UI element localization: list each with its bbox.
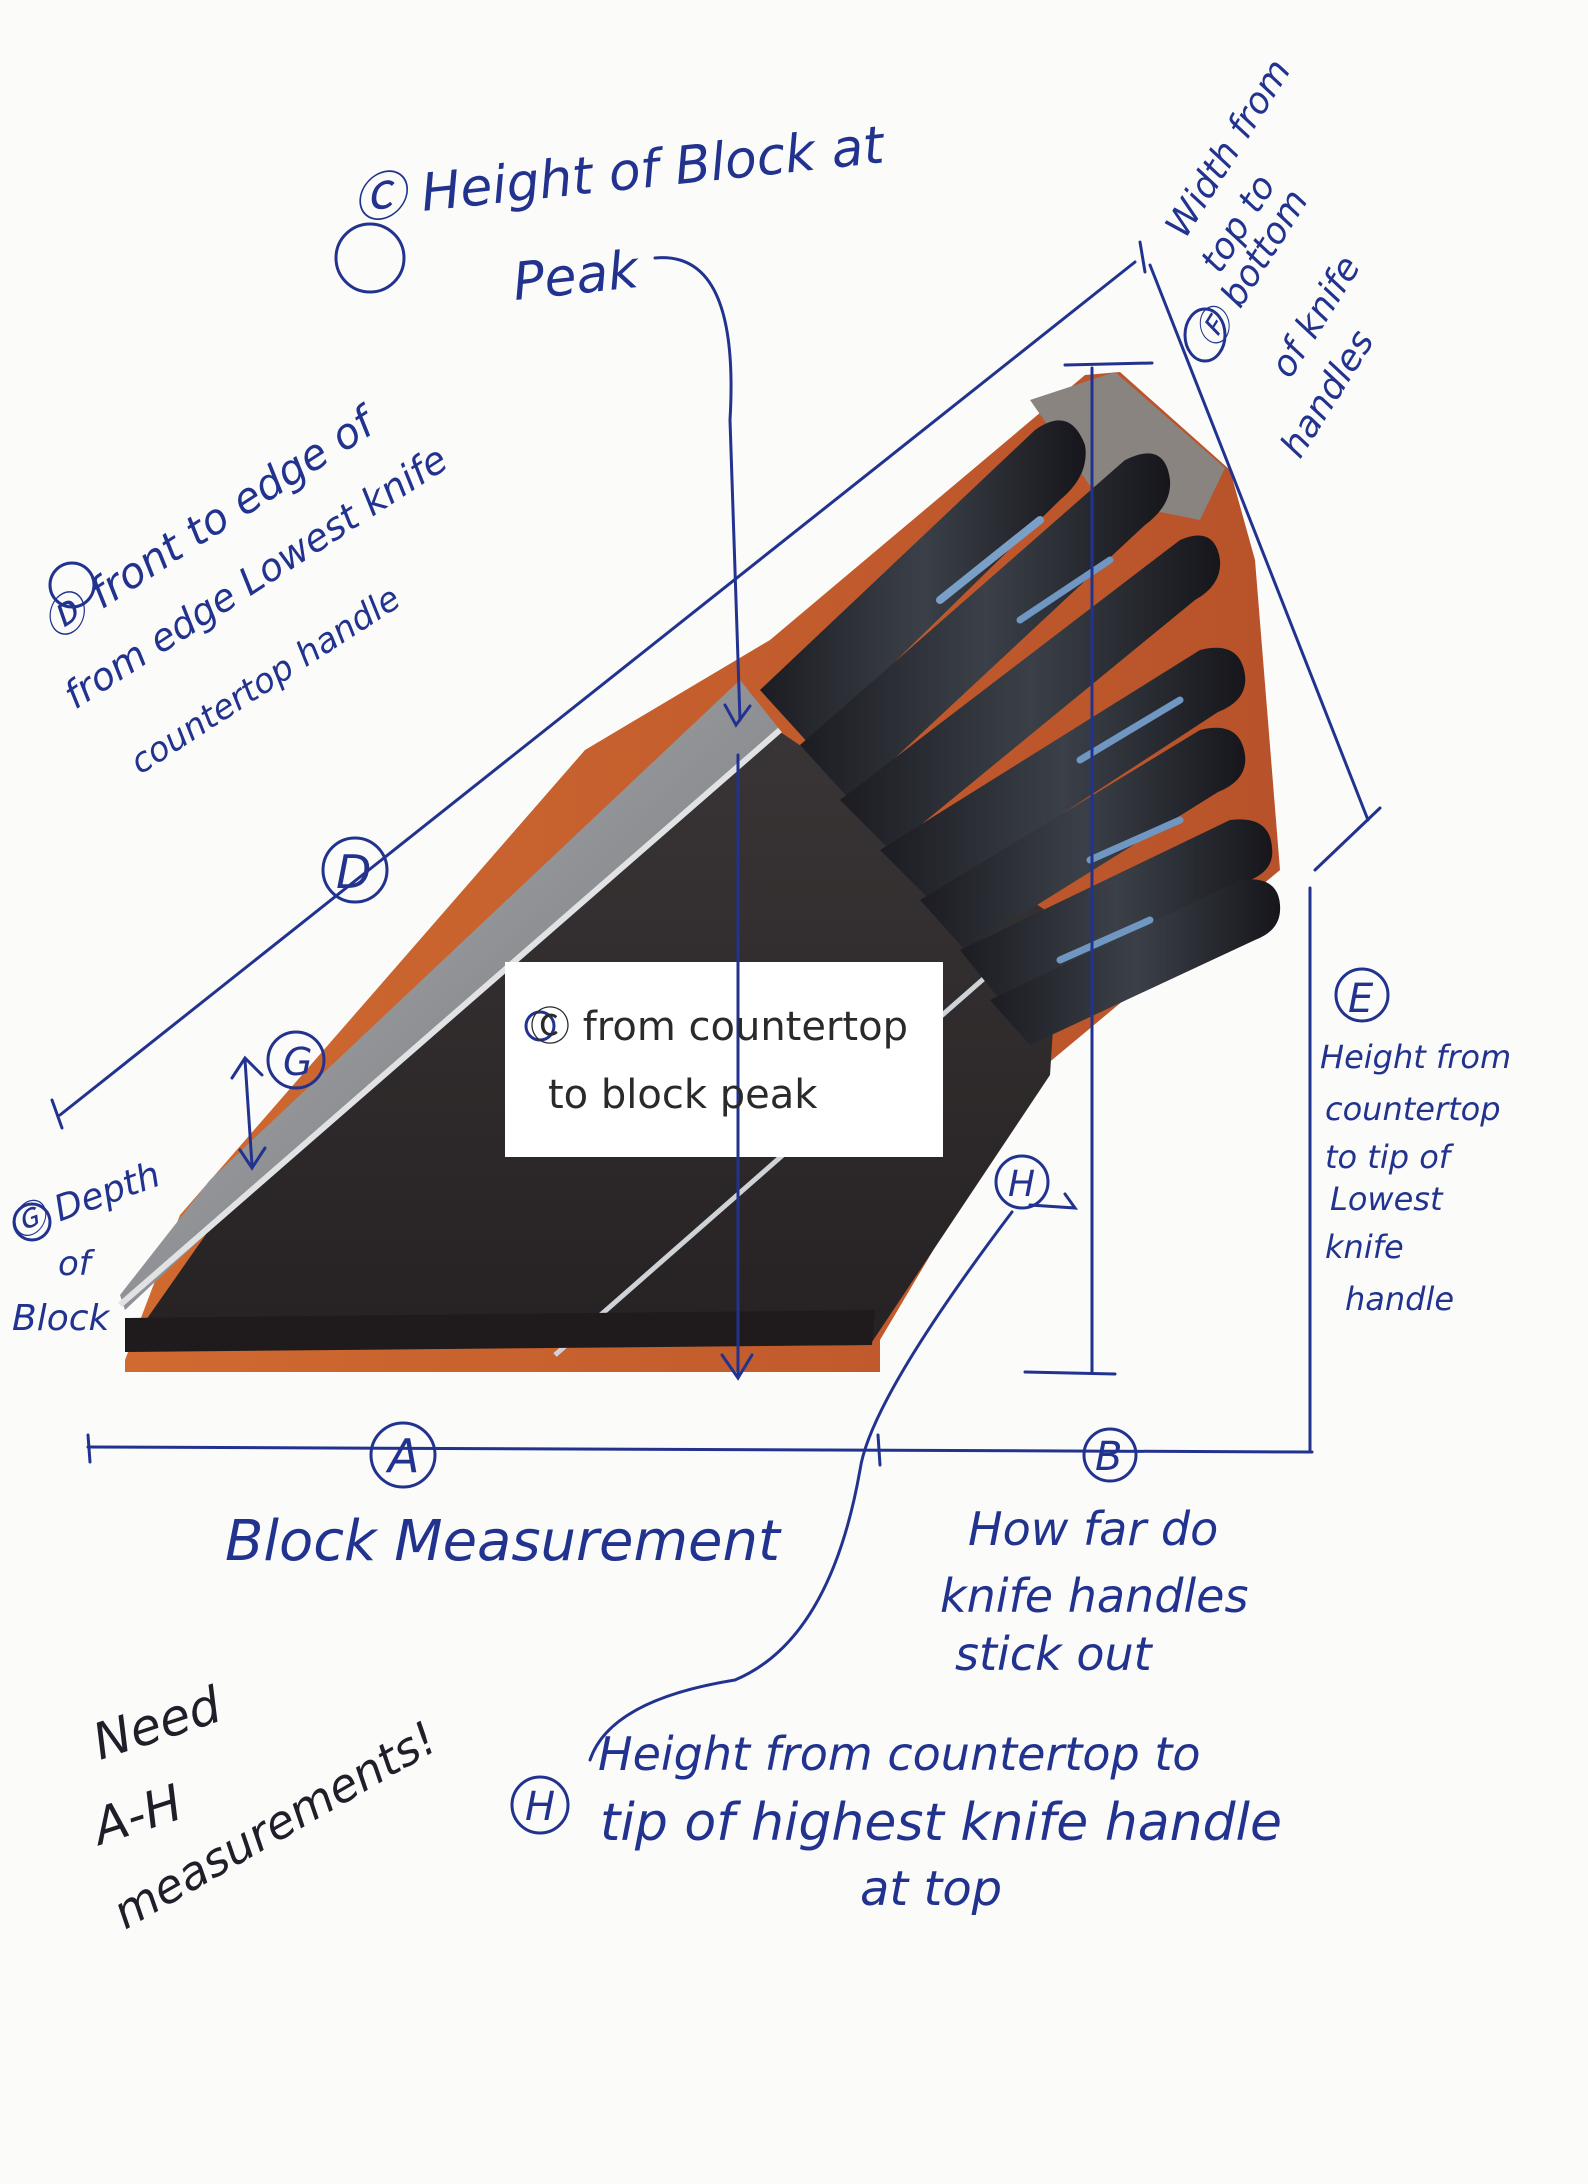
c-box-line1: Ⓒ from countertop (530, 1004, 908, 1050)
c-title-line1: Ⓒ Height of Block at (350, 115, 888, 231)
b-marker: B (1095, 1434, 1122, 1480)
f-end-tick (1313, 806, 1382, 872)
d-marker: D (336, 845, 371, 899)
photo-wall (1030, 372, 1225, 520)
a-marker: A (385, 1429, 419, 1483)
c-box-line2: to block peak (548, 1072, 818, 1118)
f-dimension-line (1148, 263, 1370, 822)
h-label-line3: at top (860, 1861, 1002, 1917)
d-end-tick-left (50, 1098, 64, 1130)
knife-blade (120, 680, 780, 1310)
g-dimension-arrow (243, 1058, 254, 1167)
e-label-line3: to tip of (1325, 1138, 1455, 1176)
e-label-line4: Lowest (1330, 1180, 1444, 1218)
ab-baseline (86, 1445, 1314, 1454)
e-marker: E (1348, 976, 1374, 1022)
knife-block-photo (118, 372, 1281, 1372)
knife-handles (760, 420, 1281, 1045)
h-leader-curve (588, 1210, 1014, 1762)
g-label-line2: of (58, 1244, 96, 1284)
c-leader-line (653, 256, 742, 722)
g-label-line1: Ⓖ Depth (4, 1154, 166, 1246)
b-label-line2: knife handles (940, 1569, 1248, 1623)
h-marker: H (1008, 1164, 1035, 1205)
need-line2: A-H (83, 1773, 189, 1857)
e-label-line6: handle (1345, 1280, 1454, 1318)
e-label-line2: countertop (1325, 1090, 1501, 1128)
blade-edge (118, 727, 782, 1308)
h-top-bar (1063, 361, 1154, 367)
e-label-line1: Height from (1320, 1038, 1511, 1076)
measurement-lines (50, 240, 1382, 1762)
b-label-line1: How far do (968, 1502, 1218, 1556)
g-marker: G (283, 1040, 312, 1084)
block-measurement-label: Block Measurement (225, 1509, 782, 1574)
c-label-box (505, 962, 943, 1157)
need-line1: Need (86, 1676, 228, 1772)
e-label-line5: knife (1325, 1228, 1404, 1266)
h-bottom-bar (1023, 1370, 1117, 1376)
h-label-line2: tip of highest knife handle (600, 1793, 1282, 1853)
g-label-line3: Block (12, 1298, 112, 1339)
c-title-line2: Peak (510, 240, 643, 313)
d-dimension-line (58, 260, 1137, 1117)
markers (12, 222, 1390, 1835)
b-label-line3: stick out (955, 1627, 1154, 1681)
h-label-line1: Height from countertop to (598, 1727, 1201, 1781)
d-end-tick-right (1138, 240, 1147, 274)
block-base (125, 1310, 875, 1352)
h-label-marker: H (525, 1784, 555, 1830)
